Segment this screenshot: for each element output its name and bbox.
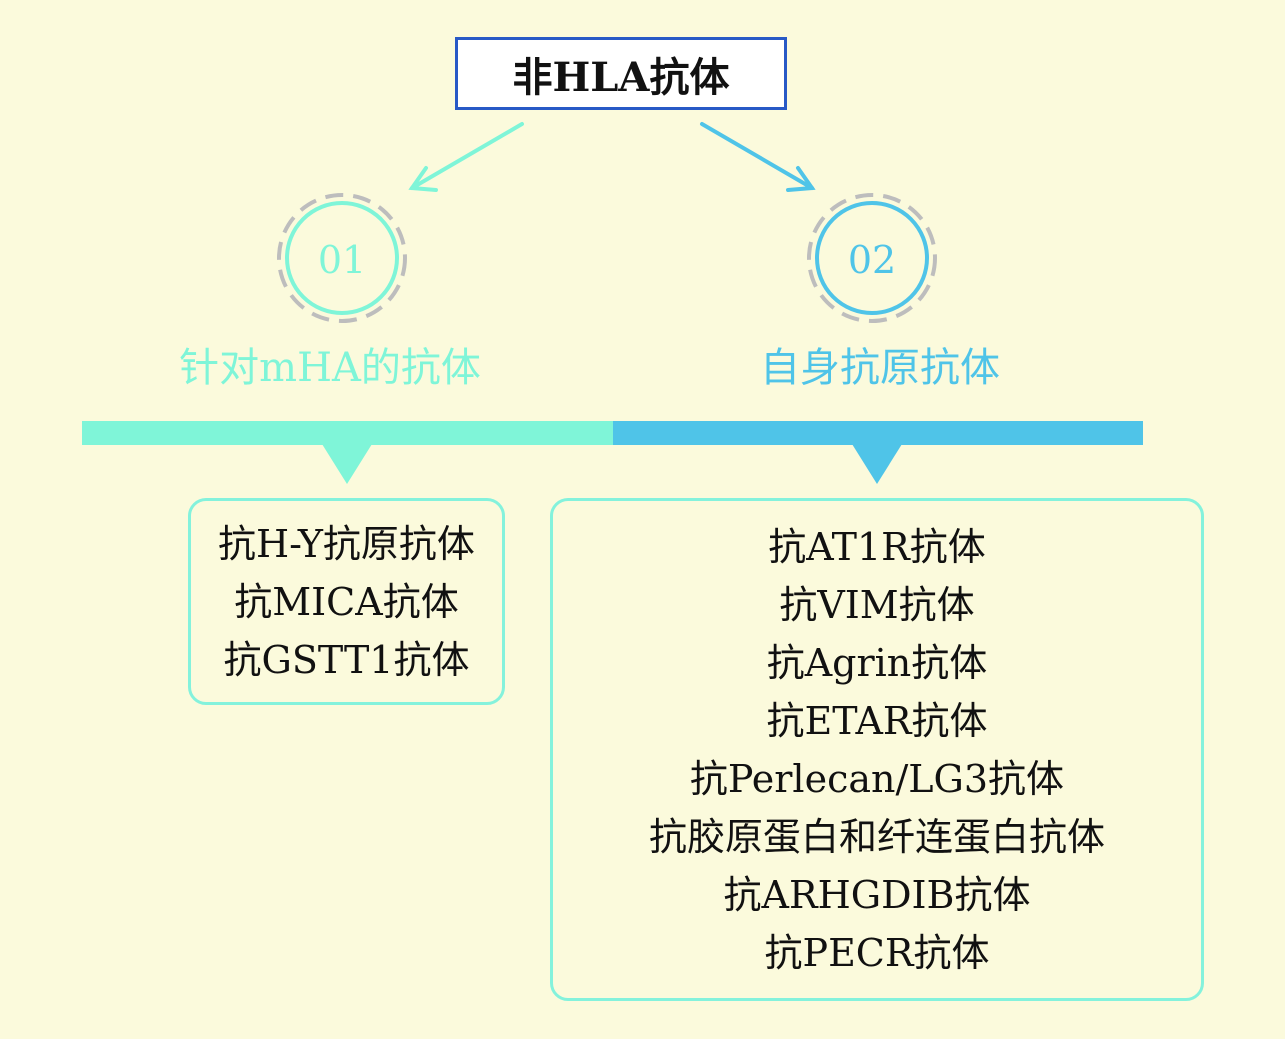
arrow-left bbox=[408, 122, 524, 192]
list-item: 抗Perlecan/LG3抗体 bbox=[689, 756, 1065, 801]
number-01: 01 bbox=[317, 238, 367, 282]
list-item: 抗PECR抗体 bbox=[764, 930, 990, 975]
list-item: 抗AT1R抗体 bbox=[768, 524, 986, 569]
circle-02 bbox=[807, 193, 937, 323]
list-item: 抗VIM抗体 bbox=[779, 582, 975, 627]
root-title-box: 非HLA抗体 bbox=[455, 37, 787, 110]
list-item: 抗GSTT1抗体 bbox=[223, 637, 470, 682]
branch-label-left: 针对mHA的抗体 bbox=[179, 345, 481, 391]
number-02: 02 bbox=[847, 238, 897, 282]
bar-left bbox=[82, 421, 613, 445]
pointer-left bbox=[322, 444, 372, 484]
list-item: 抗Agrin抗体 bbox=[766, 640, 988, 685]
right-items-box: 抗AT1R抗体 抗VIM抗体 抗Agrin抗体 抗ETAR抗体 抗Perleca… bbox=[550, 498, 1204, 1001]
list-item: 抗ARHGDIB抗体 bbox=[723, 872, 1031, 917]
left-items-box: 抗H-Y抗原抗体 抗MICA抗体 抗GSTT1抗体 bbox=[188, 498, 505, 705]
list-item: 抗胶原蛋白和纤连蛋白抗体 bbox=[648, 814, 1105, 859]
list-item: 抗ETAR抗体 bbox=[766, 698, 988, 743]
bar-right bbox=[613, 421, 1143, 445]
list-item: 抗MICA抗体 bbox=[234, 579, 459, 624]
root-title: 非HLA抗体 bbox=[512, 53, 730, 101]
circle-01 bbox=[277, 193, 407, 323]
arrow-right bbox=[700, 122, 816, 192]
branch-label-right: 自身抗原抗体 bbox=[760, 345, 1000, 391]
pointer-right bbox=[852, 444, 902, 484]
list-item: 抗H-Y抗原抗体 bbox=[218, 521, 475, 566]
